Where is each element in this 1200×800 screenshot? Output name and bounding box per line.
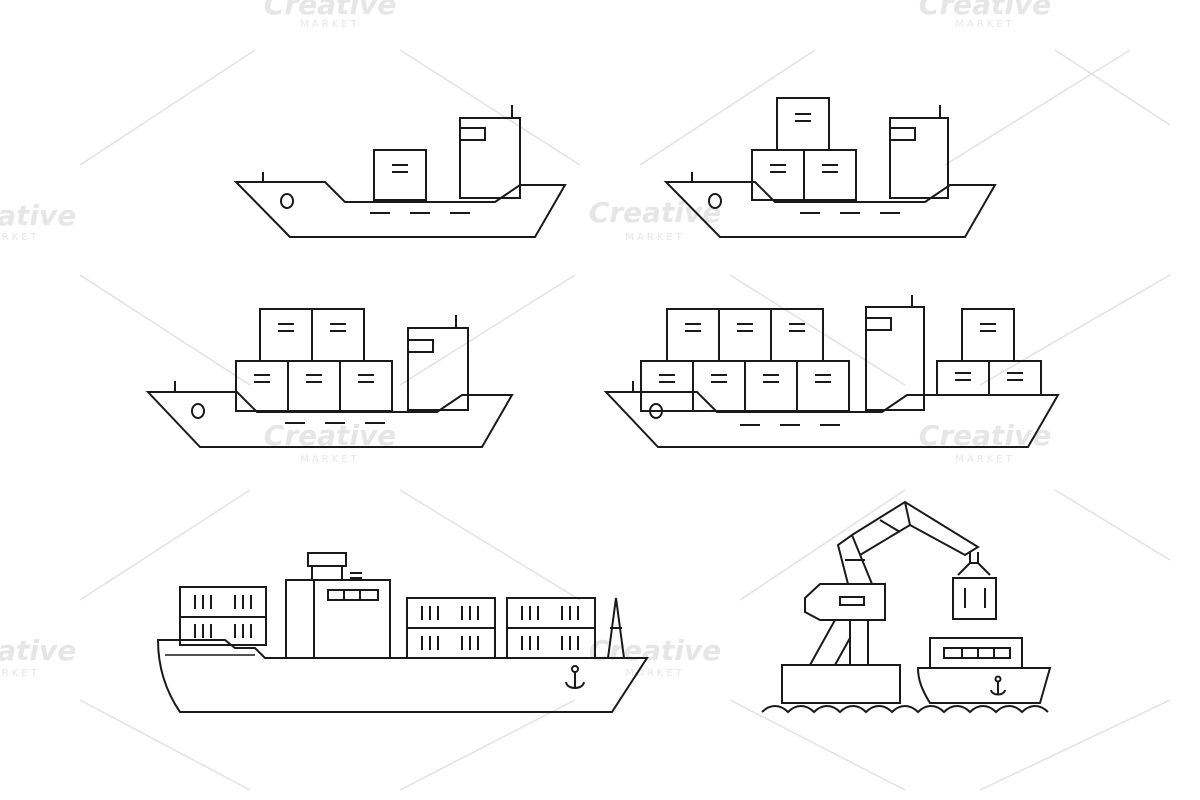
watermark-sub: MARKET	[300, 19, 359, 30]
anchor-icon	[990, 675, 1006, 696]
watermark-sub: MARKET	[300, 454, 359, 465]
watermark-brand: Creative	[589, 196, 721, 229]
watermark-brand: Creative	[0, 634, 76, 667]
small-cargo-ship-icon	[233, 105, 567, 238]
watermark-sub: MARKET	[955, 19, 1014, 30]
watermark-sub: MARKET	[625, 232, 684, 243]
watermark-sub: MARKET	[625, 668, 684, 679]
watermark-brand: Creative	[0, 199, 76, 232]
watermark-logos: Creative MARKET Creative MARKET Creative…	[0, 0, 1051, 679]
cargo-ship-three-containers-icon	[663, 97, 997, 238]
port-crane-loading-ship-icon	[761, 500, 1052, 714]
container-ship-with-anchor-icon	[156, 552, 649, 713]
watermark-lines	[79, 49, 1171, 791]
watermark-sub: MARKET	[955, 454, 1014, 465]
watermark-brand: Creative	[264, 0, 396, 21]
watermark-sub: MARKET	[0, 232, 40, 243]
cargo-ship-five-containers-icon	[145, 308, 514, 448]
watermark-brand: Creative	[919, 0, 1051, 21]
large-cargo-ship-icon	[603, 295, 1060, 448]
anchor-icon	[565, 665, 585, 689]
watermark-sub: MARKET	[0, 668, 40, 679]
